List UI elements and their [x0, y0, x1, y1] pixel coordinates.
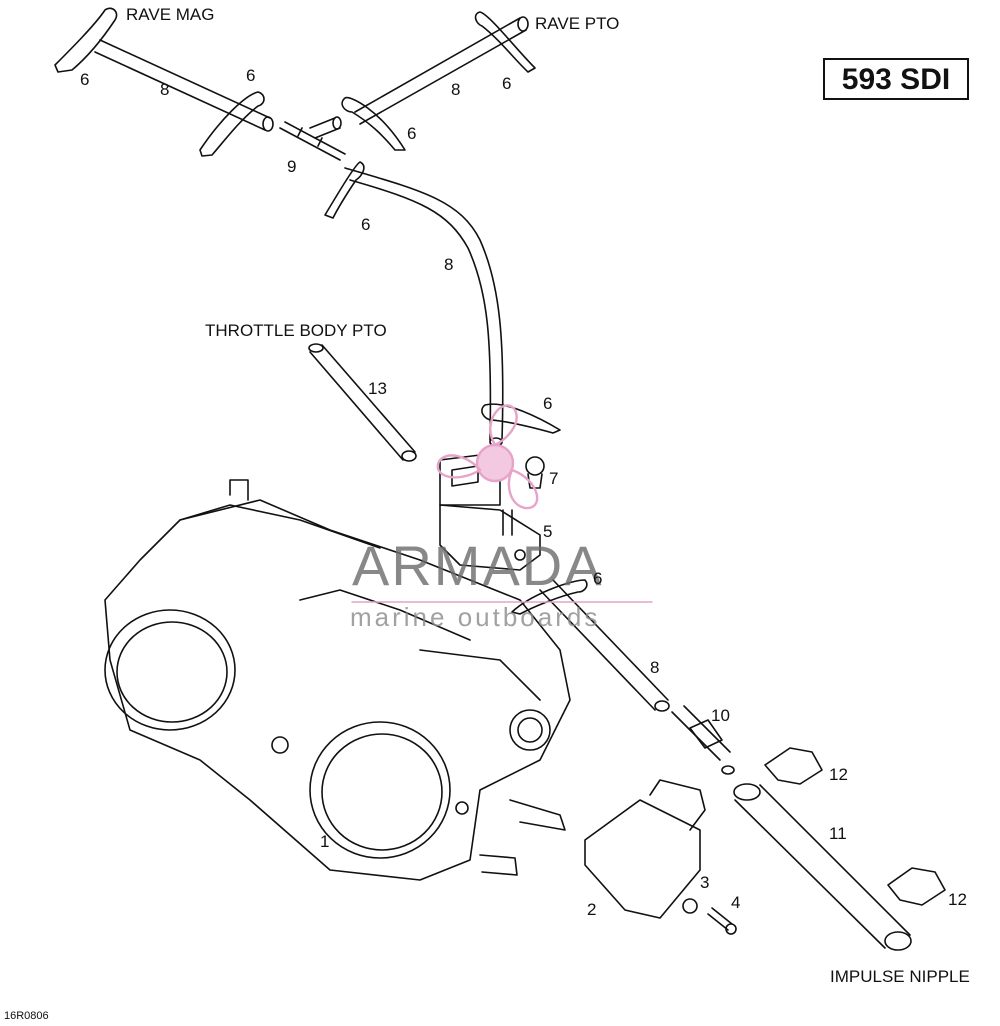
clamps-12 [764, 747, 946, 906]
tee-fitting [279, 116, 346, 161]
callout-6c: 6 [502, 74, 512, 93]
hose-13 [308, 343, 417, 462]
hose-rave-mag [94, 39, 274, 132]
hose-lower [539, 579, 670, 712]
callout-10: 10 [711, 706, 730, 725]
model-badge: 593 SDI [823, 58, 969, 100]
callout-6e: 6 [361, 215, 371, 234]
hose-11 [733, 783, 912, 951]
callout-13: 13 [368, 379, 387, 398]
callout-8a: 8 [160, 80, 170, 99]
callout-7: 7 [549, 469, 559, 488]
callout-8d: 8 [650, 658, 660, 677]
callout-6g: 6 [593, 569, 603, 588]
solenoid-valve [439, 454, 541, 571]
callout-6a: 6 [80, 70, 90, 89]
callout-8c: 8 [444, 255, 454, 274]
callout-4: 4 [731, 893, 741, 912]
hose-center [344, 167, 504, 447]
callout-5: 5 [543, 522, 553, 541]
label-impulse-nipple: IMPULSE NIPPLE [830, 967, 970, 986]
callout-2: 2 [587, 900, 597, 919]
callout-6f: 6 [543, 394, 553, 413]
callout-3: 3 [700, 873, 710, 892]
watermark-brand: ARMADA [352, 534, 604, 597]
screw-7 [525, 456, 545, 489]
callout-8b: 8 [451, 80, 461, 99]
throttle-body [104, 479, 571, 881]
callout-9: 9 [287, 157, 297, 176]
callout-12b: 12 [948, 890, 967, 909]
reference-code: 16R0806 [4, 1010, 49, 1022]
clamp-set [54, 7, 588, 615]
watermark-tagline: marine outboards [350, 602, 601, 632]
sensor-2 [584, 779, 737, 935]
nipple-10 [671, 705, 735, 775]
watermark-logo [436, 404, 539, 510]
label-rave-pto: RAVE PTO [535, 14, 620, 33]
label-throttle-body-pto: THROTTLE BODY PTO [205, 321, 387, 340]
callout-11: 11 [829, 824, 847, 843]
callout-12a: 12 [829, 765, 848, 784]
hose-rave-pto [354, 16, 529, 125]
callout-6d: 6 [407, 124, 417, 143]
callout-6b: 6 [246, 66, 256, 85]
label-rave-mag: RAVE MAG [126, 5, 215, 24]
callout-1: 1 [320, 832, 330, 851]
